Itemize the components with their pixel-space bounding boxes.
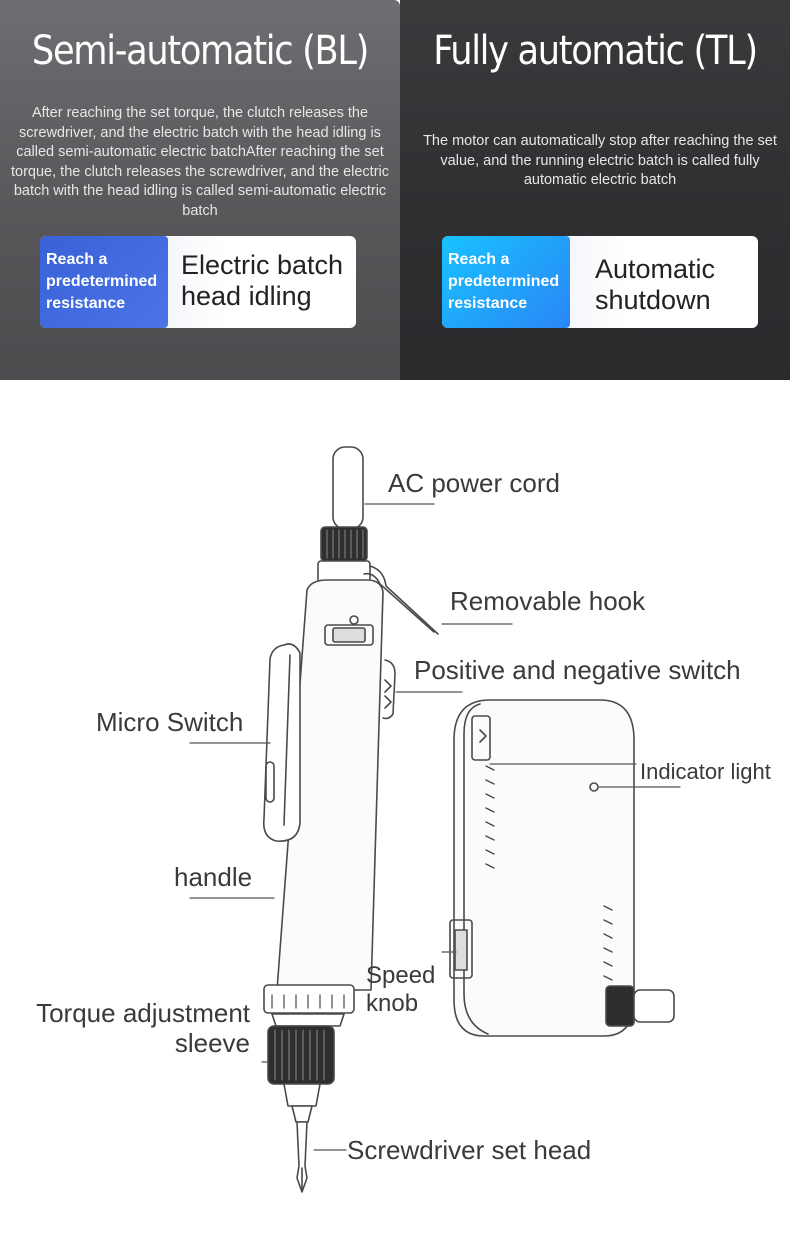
badge-line: Reach a	[448, 251, 510, 268]
label-torque-sleeve: Torque adjustment sleeve	[36, 998, 250, 1058]
panel-title: Fully automatic (TL)	[433, 28, 758, 74]
label-handle: handle	[174, 862, 253, 892]
result-line: Automatic	[595, 254, 716, 284]
label-line: Speed	[366, 962, 436, 989]
result-line: Electric batch	[181, 250, 344, 280]
trigger-badge: Reach a predetermined resistance	[40, 236, 168, 328]
panel-description: After reaching the set torque, the clutc…	[11, 105, 389, 219]
result-line: head idling	[181, 281, 312, 311]
screwdriver-illustration	[189, 446, 681, 1193]
cord-strain-relief	[320, 526, 368, 562]
power-controller	[453, 699, 635, 1037]
power-cord	[332, 446, 364, 530]
fully-automatic-panel: Fully automatic (TL) The motor can autom…	[400, 0, 790, 380]
semi-automatic-panel: Semi-automatic (BL) After reaching the s…	[0, 0, 400, 380]
badge-line: predetermined	[448, 273, 560, 290]
label-screwdriver-head: Screwdriver set head	[347, 1135, 592, 1165]
cable-connector	[605, 985, 635, 1027]
panel-description: The motor can automatically stop after r…	[423, 133, 777, 188]
micro-switch-lever	[262, 643, 301, 842]
hook-wire	[369, 565, 439, 635]
label-line: sleeve	[174, 1028, 250, 1058]
label-micro-switch: Micro Switch	[96, 707, 244, 737]
comparison-header: Semi-automatic (BL) After reaching the s…	[0, 0, 790, 380]
label-removable-hook: Removable hook	[450, 586, 646, 616]
panel-title: Semi-automatic (BL)	[31, 28, 369, 74]
label-indicator-light: Indicator light	[640, 759, 771, 784]
trigger-badge: Reach a predetermined resistance	[442, 236, 570, 328]
badge-line: Reach a	[46, 251, 108, 268]
label-line: knob	[366, 990, 419, 1017]
screwdriver-bit	[296, 1121, 308, 1193]
result-text: Automatic shutdown	[595, 254, 715, 316]
product-diagram: AC power cord Removable hook Positive an…	[0, 380, 790, 1253]
label-line: Torque adjustment	[36, 998, 250, 1028]
result-card: Reach a predetermined resistance Electri…	[40, 236, 356, 328]
direction-switch	[382, 659, 396, 720]
badge-line: predetermined	[46, 273, 158, 290]
label-ac-power-cord: AC power cord	[388, 468, 560, 498]
collar	[263, 984, 355, 1014]
badge-line: resistance	[448, 295, 528, 312]
result-card: Reach a predetermined resistance Automat…	[442, 236, 758, 328]
result-text: Electric batch head idling	[181, 250, 343, 312]
label-pos-neg-switch: Positive and negative switch	[414, 655, 741, 685]
result-line: shutdown	[595, 285, 711, 315]
badge-line: resistance	[46, 295, 126, 312]
label-speed-knob: Speed knob	[366, 962, 435, 1018]
screwdriver-body	[276, 579, 384, 991]
